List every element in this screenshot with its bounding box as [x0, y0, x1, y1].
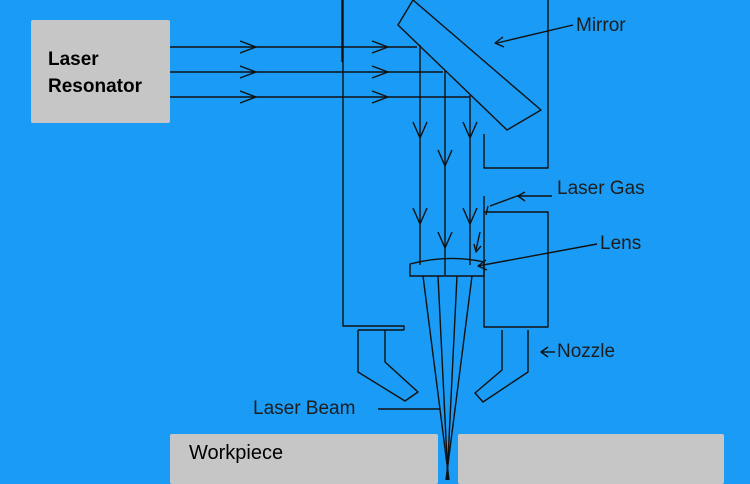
laser-resonator-box — [31, 20, 170, 123]
lens-shape — [409, 257, 485, 277]
workpiece-label: Workpiece — [189, 442, 284, 464]
workpiece-left — [170, 434, 438, 484]
mirror-label: Mirror — [576, 15, 626, 36]
gas-chamber — [483, 211, 549, 328]
focused-beam — [422, 275, 473, 480]
mirror-shape — [397, 0, 542, 131]
housing-left-wall — [342, 0, 405, 330]
lens-label: Lens — [600, 233, 642, 254]
laser-resonator-label: Laser Resonator — [48, 49, 142, 97]
housing-right-wall — [483, 0, 549, 169]
nozzle-left — [357, 330, 419, 402]
laser-beam-label: Laser Beam — [253, 398, 356, 419]
nozzle-right — [474, 330, 529, 403]
laser-gas-leader — [489, 195, 552, 207]
vertical-beam-arrows — [412, 121, 478, 249]
nozzle-label: Nozzle — [557, 341, 616, 362]
horizontal-beams — [170, 46, 470, 98]
workpiece-right — [458, 434, 724, 484]
horizontal-beam-arrows — [239, 40, 389, 104]
laser-gas-label: Laser Gas — [557, 178, 645, 199]
gas-arrow-1 — [475, 231, 481, 251]
gas-arrow-2 — [485, 205, 489, 216]
vertical-beams — [419, 45, 471, 275]
mirror-leader — [496, 24, 574, 44]
lens-leader — [477, 243, 598, 267]
